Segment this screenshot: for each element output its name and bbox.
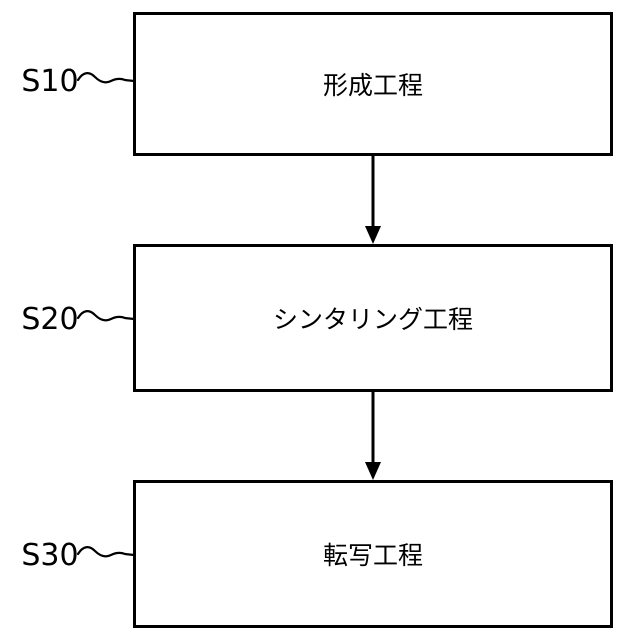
step-box-label: シンタリング工程	[272, 305, 473, 334]
reference-squiggle-icon	[77, 72, 135, 84]
step-box-transfer: 転写工程	[133, 480, 613, 628]
down-arrow-icon	[365, 392, 381, 480]
step-box-sintering: シンタリング工程	[133, 244, 613, 392]
step-box-label: 形成工程	[322, 71, 423, 100]
step-reference-label-s30: S30	[21, 538, 79, 573]
down-arrow-icon	[365, 156, 381, 244]
step-box-label: 転写工程	[322, 541, 423, 570]
step-reference-label-s10: S10	[21, 64, 79, 99]
reference-squiggle-icon	[77, 546, 135, 558]
step-reference-label-s20: S20	[21, 302, 79, 337]
reference-squiggle-icon	[77, 310, 135, 322]
step-box-formation: 形成工程	[133, 12, 613, 156]
